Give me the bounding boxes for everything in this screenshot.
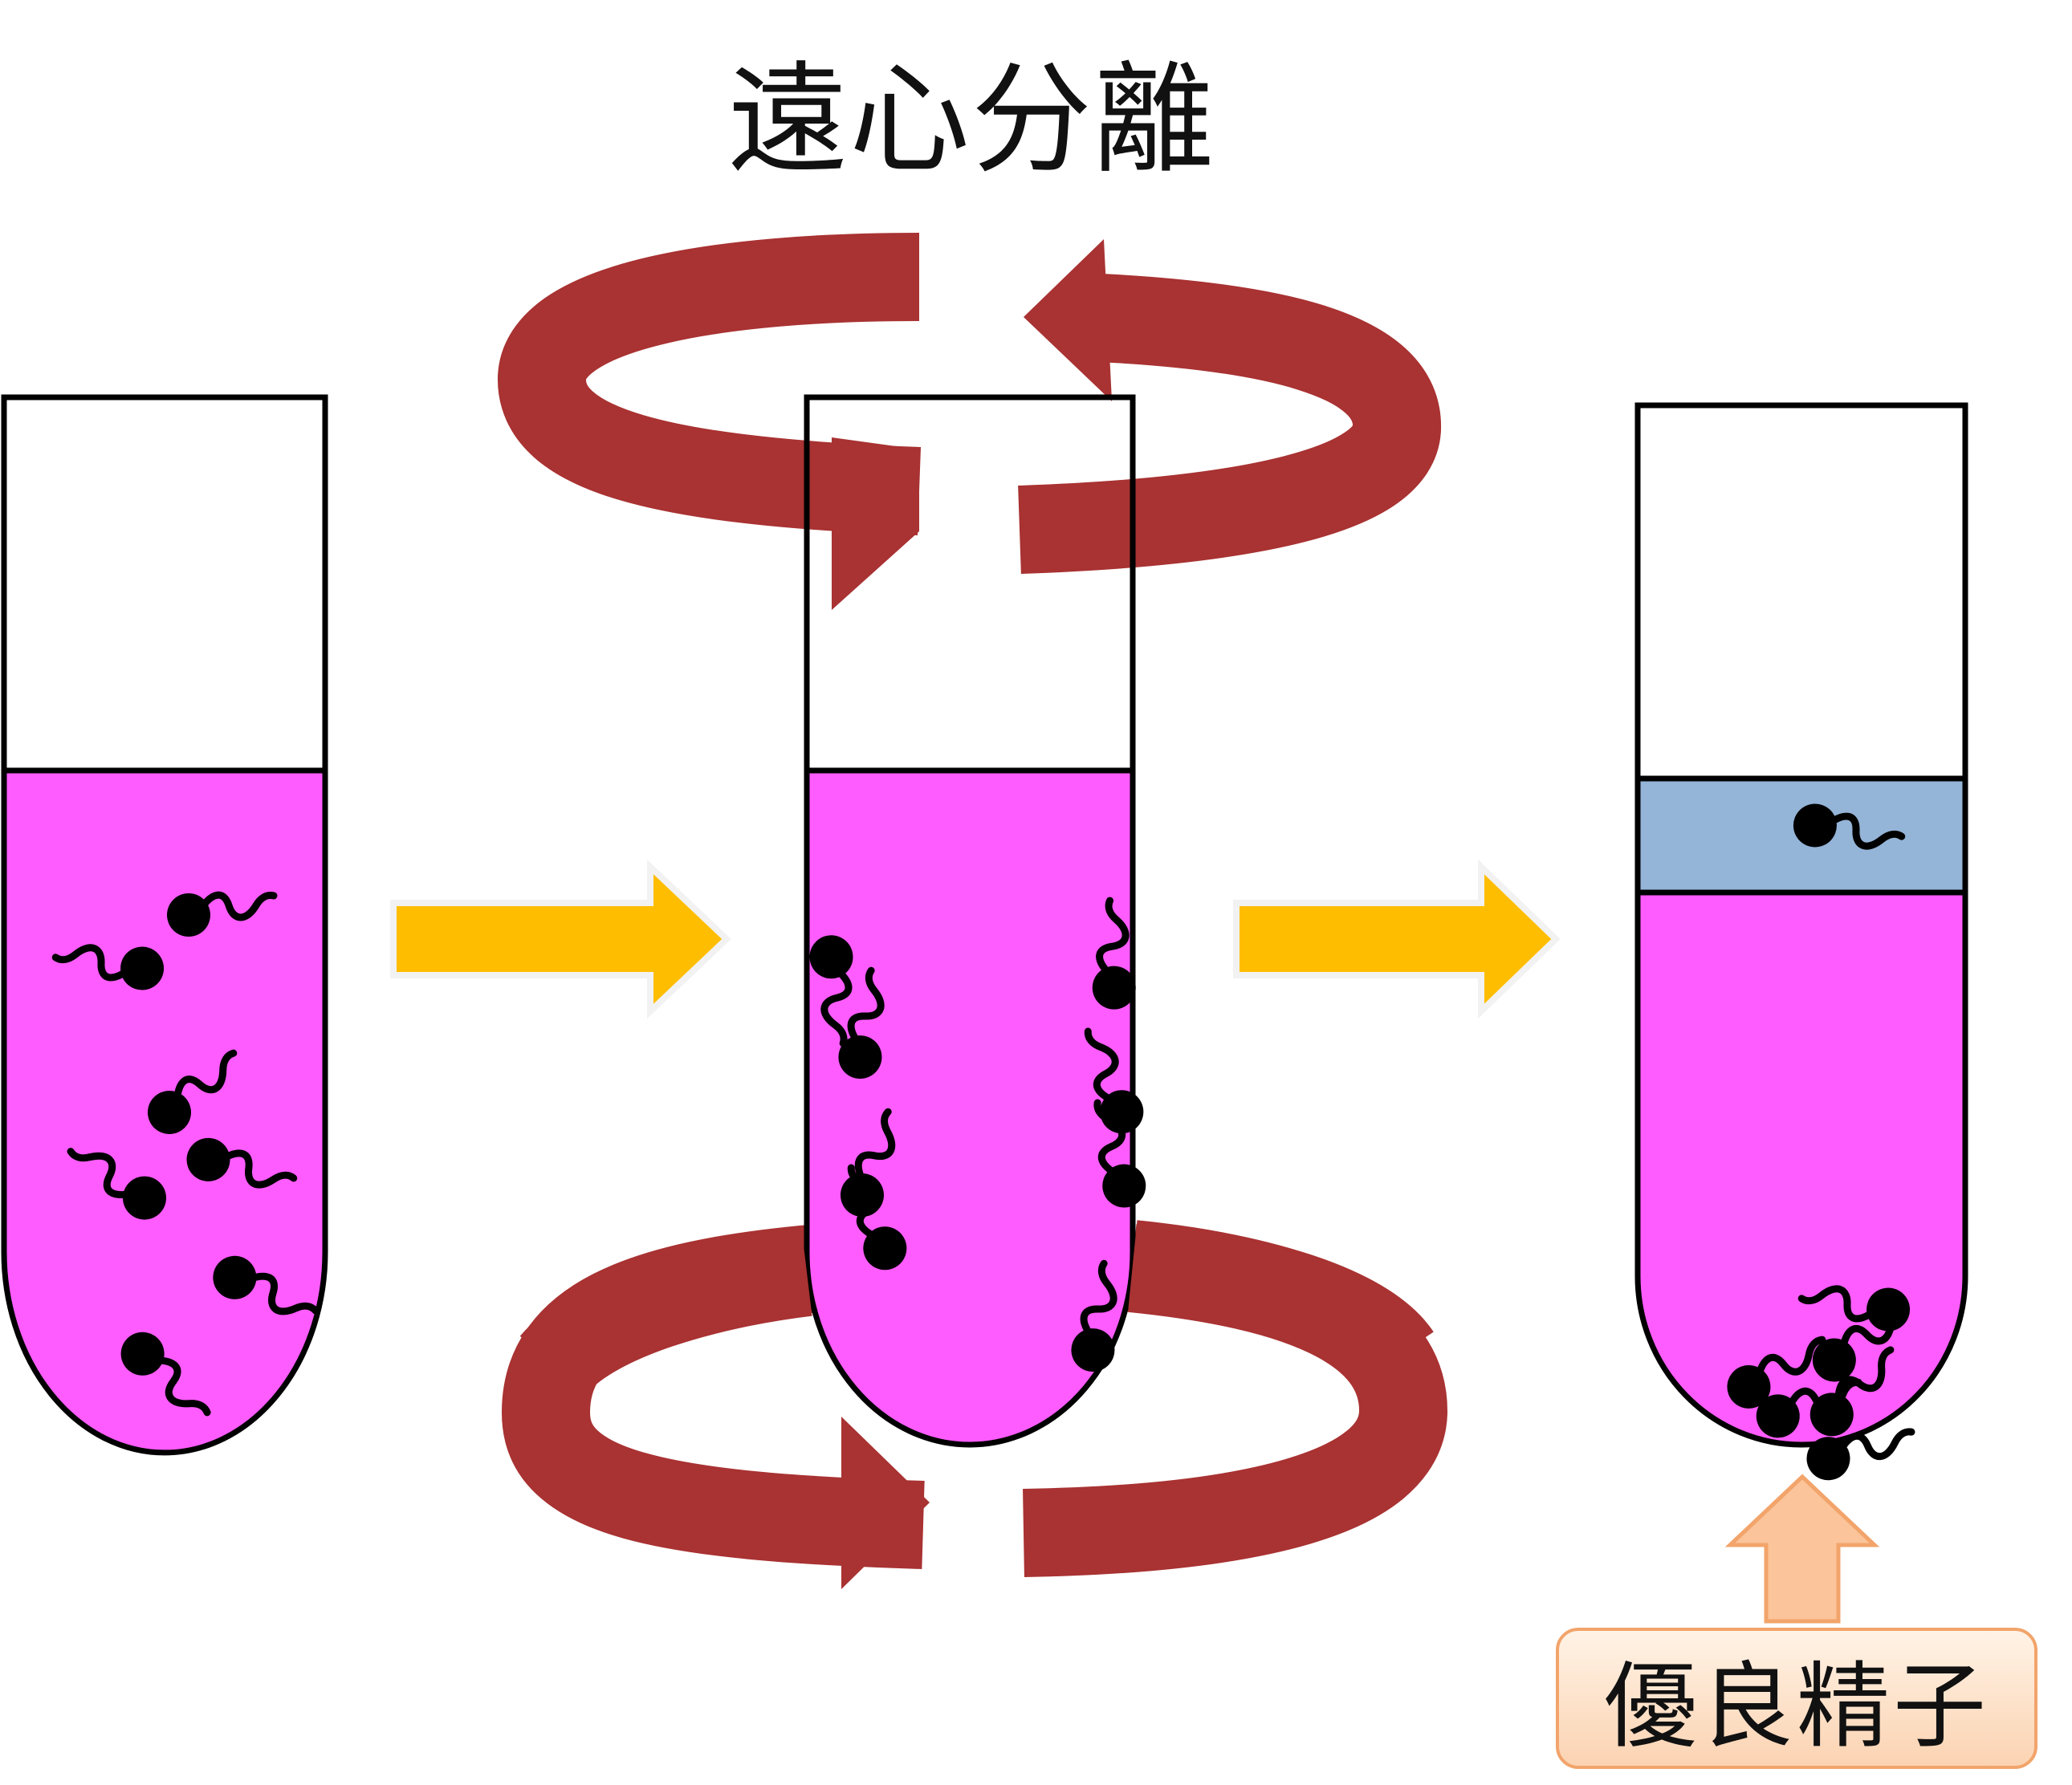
right-arrow-icon-2 (1233, 859, 1561, 1019)
rotation-arrow-top-icon (498, 233, 1441, 610)
right-arrow-icon-1 (390, 859, 731, 1019)
test-tube-after (1634, 402, 1968, 1482)
diagram-title: 遠心分離 (727, 51, 1215, 190)
good-sperm-label: 優良精子 (1604, 1653, 1989, 1761)
test-tube-before (1, 394, 328, 1456)
test-tube-centrifuge (802, 394, 1150, 1448)
good-sperm-callout: 優良精子 (1556, 1628, 2037, 1769)
up-arrow-icon (1724, 1474, 1880, 1624)
rotation-arrow-front-icon (519, 1220, 1434, 1395)
